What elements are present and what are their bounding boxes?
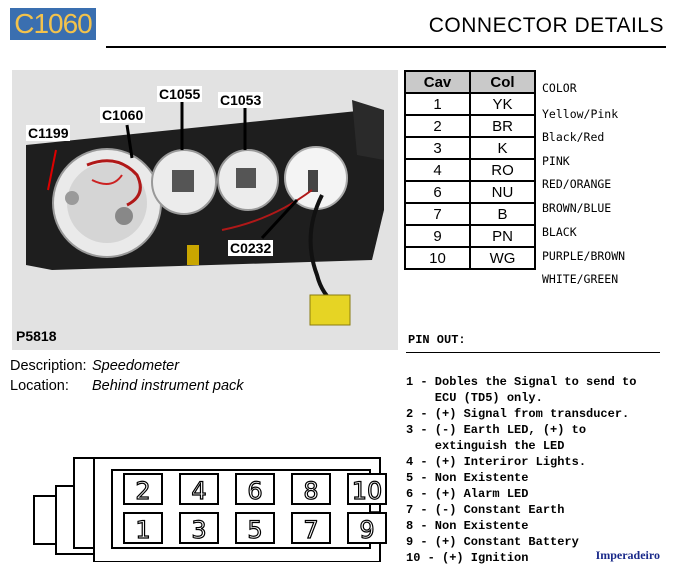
pinout-line: extinguish the LED (406, 439, 565, 453)
color-name: BLACK (542, 225, 577, 239)
pinout-line: 9 - (+) Constant Battery (406, 535, 579, 549)
color-name: PINK (542, 154, 570, 168)
pinout-list: 1 - Dobles the Signal to send to ECU (TD… (406, 358, 636, 582)
pin-cavity (235, 473, 275, 505)
callout-c1199: C1199 (26, 125, 71, 141)
pin-cavity (123, 512, 163, 544)
pinout-line: ECU (TD5) only. (406, 391, 543, 405)
callout-c1053: C1053 (218, 92, 264, 108)
cav-cell: 7 (404, 202, 471, 226)
author-credit: Imperadeiro (595, 548, 660, 562)
page-title: CONNECTOR DETAILS (428, 14, 664, 37)
cav-cell: 3 (404, 136, 471, 160)
color-name: WHITE/GREEN (542, 272, 619, 286)
pin-number: 3 (191, 516, 206, 544)
color-name: Yellow/Pink (542, 107, 619, 121)
cav-cell: 4 (404, 158, 471, 182)
pinout-line: 10 - (+) Ignition (406, 551, 529, 565)
location-value: Behind instrument pack (92, 378, 244, 394)
pinout-divider (406, 352, 660, 353)
cav-cell: 6 (404, 180, 471, 204)
pin-cavity (347, 473, 387, 505)
table-header-row: Cav Col (404, 70, 536, 94)
pin-number: 2 (135, 477, 150, 505)
pinout-line: 1 - Dobles the Signal to send to (406, 375, 637, 389)
pinout-line: 7 - (-) Constant Earth (406, 503, 565, 517)
pin-number: 6 (247, 477, 262, 505)
cav-cell: 2 (404, 114, 471, 138)
pin-number: 8 (303, 477, 318, 505)
description-label: Description: (10, 358, 87, 374)
pin-cavity (291, 473, 331, 505)
pin-number: 1 (135, 516, 150, 544)
col-cell: RO (469, 158, 536, 182)
pin-cavity (235, 512, 275, 544)
pin-cavity (179, 473, 219, 505)
pinout-line: 4 - (+) Interiror Lights. (406, 455, 587, 469)
cav-cell: 9 (404, 224, 471, 248)
connector-face-diagram: 2 4 6 8 10 1 3 5 7 9 (33, 457, 387, 562)
description-value: Speedometer (92, 358, 180, 374)
col-cell: BR (469, 114, 536, 138)
pin-number: 4 (191, 477, 206, 505)
color-name: RED/ORANGE (542, 177, 612, 191)
pin-cavity (291, 512, 331, 544)
col-cell: YK (469, 92, 536, 116)
color-name: BROWN/BLUE (542, 201, 612, 215)
pin-number: 7 (303, 516, 318, 544)
location-label: Location: (10, 378, 69, 394)
cav-cell: 1 (404, 92, 471, 116)
pin-cavity (347, 512, 387, 544)
photo-reference: P5818 (16, 328, 57, 344)
instrument-pack-photo: C1199 C1060 C1055 C1053 C0232 (12, 70, 398, 350)
instrument-pack-illustration (12, 70, 398, 350)
col-cell: NU (469, 180, 536, 204)
col-cell: WG (469, 246, 536, 270)
col-header: Col (469, 70, 536, 94)
location-row: Location: Behind instrument pack (10, 378, 244, 398)
pinout-line: 2 - (+) Signal from transducer. (406, 407, 630, 421)
col-cell: PN (469, 224, 536, 248)
col-cell: B (469, 202, 536, 226)
pin-cavity (179, 512, 219, 544)
pin-number: 9 (359, 516, 374, 544)
cav-header: Cav (404, 70, 471, 94)
pinout-title: PIN OUT: (408, 333, 466, 347)
callout-c1060: C1060 (100, 107, 146, 123)
description-row: Description: Speedometer (10, 358, 244, 378)
pinout-line: 5 - Non Existente (406, 471, 529, 485)
pin-cells: 2 4 6 8 10 1 3 5 7 9 (123, 473, 387, 545)
title-divider (106, 46, 666, 48)
color-name: PURPLE/BROWN (542, 249, 626, 263)
pin-number: 5 (247, 516, 262, 544)
callout-c0232: C0232 (228, 240, 274, 256)
pin-number: 10 (352, 477, 383, 505)
color-name: Black/Red (542, 130, 605, 144)
connector-code-badge: C1060 (10, 8, 96, 40)
col-cell: K (469, 136, 536, 160)
component-info: Description: Speedometer Location: Behind … (10, 358, 244, 398)
pinout-line: 3 - (-) Earth LED, (+) to (406, 423, 587, 437)
pinout-line: 6 - (+) Alarm LED (406, 487, 529, 501)
cav-cell: 10 (404, 246, 471, 270)
pinout-line: 8 - Non Existente (406, 519, 529, 533)
pin-cavity (123, 473, 163, 505)
color-column-header: COLOR (542, 81, 577, 95)
callout-c1055: C1055 (157, 86, 203, 102)
